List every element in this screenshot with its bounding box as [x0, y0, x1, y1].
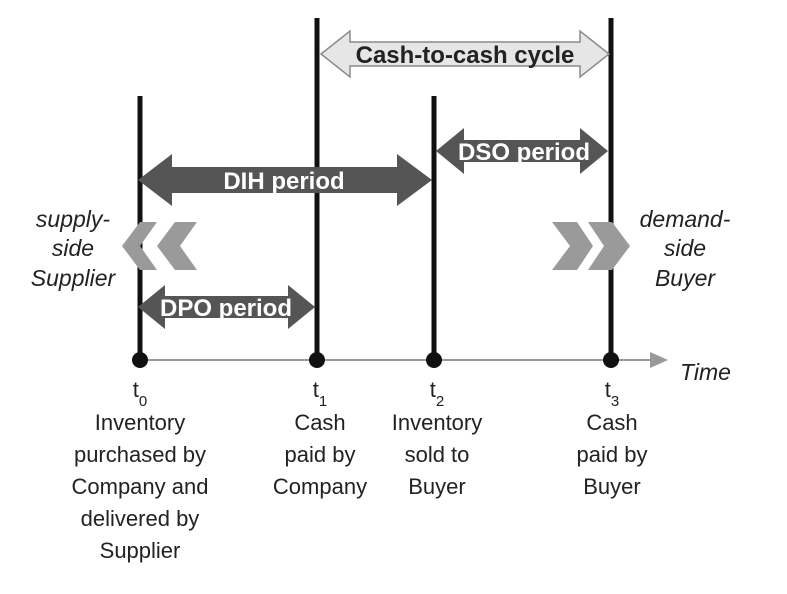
- timepoint-t3: t3 Cash paid by Buyer: [577, 377, 648, 499]
- supply-side-line2: side: [52, 235, 94, 261]
- demand-side-line1: demand-: [640, 206, 731, 232]
- timepoint-t0: t0 Inventory purchased by Company and de…: [72, 377, 209, 563]
- demand-side-label: demand- side Buyer: [640, 206, 731, 291]
- t1-dot: [309, 352, 325, 368]
- timepoint-t1: t1 Cash paid by Company: [273, 377, 367, 499]
- t2-desc-line: sold to: [405, 442, 470, 467]
- t3-dot: [603, 352, 619, 368]
- dso-arrow: [436, 128, 608, 174]
- t0-label: t0: [133, 377, 147, 410]
- t3-desc-line: Buyer: [583, 474, 640, 499]
- dih-label: DIH period: [223, 168, 344, 195]
- t1-desc-line: Company: [273, 474, 367, 499]
- dpo-label: DPO period: [160, 295, 292, 322]
- cash-to-cash-arrow: [319, 29, 611, 79]
- timepoint-t2: t2 Inventory sold to Buyer: [392, 377, 483, 499]
- t3-desc-line: Cash: [586, 410, 637, 435]
- t0-desc-line: Inventory: [95, 410, 186, 435]
- t2-desc-line: Buyer: [408, 474, 465, 499]
- t2-dot: [426, 352, 442, 368]
- t1-desc-line: Cash: [294, 410, 345, 435]
- t3-label: t3: [605, 377, 619, 410]
- supply-side-label: supply- side Supplier: [31, 206, 117, 291]
- demand-side-line2: side: [664, 235, 706, 261]
- demand-chevron-right-icon: [588, 222, 630, 270]
- dih-arrow: [138, 154, 432, 206]
- supply-chevron-left-icon: [157, 222, 197, 270]
- cash-to-cash-label: Cash-to-cash cycle: [356, 42, 575, 69]
- t2-desc-line: Inventory: [392, 410, 483, 435]
- t2-label: t2: [430, 377, 444, 410]
- t0-desc-line: Company and: [72, 474, 209, 499]
- supply-chevron-left-icon: [122, 222, 157, 270]
- t0-desc-line: delivered by: [81, 506, 200, 531]
- t3-desc-line: paid by: [577, 442, 648, 467]
- dpo-arrow: [138, 285, 315, 329]
- supply-side-line1: supply-: [36, 206, 110, 232]
- t1-label: t1: [313, 377, 327, 410]
- demand-side-line3: Buyer: [655, 265, 716, 291]
- supply-side-line3: Supplier: [31, 265, 117, 291]
- demand-chevron-right-icon: [552, 222, 593, 270]
- t1-desc-line: paid by: [285, 442, 356, 467]
- time-axis-arrowhead: [650, 352, 668, 368]
- t0-desc-line: Supplier: [100, 538, 181, 563]
- t0-desc-line: purchased by: [74, 442, 206, 467]
- time-axis-label: Time: [680, 359, 731, 385]
- t0-dot: [132, 352, 148, 368]
- dso-label: DSO period: [458, 139, 590, 166]
